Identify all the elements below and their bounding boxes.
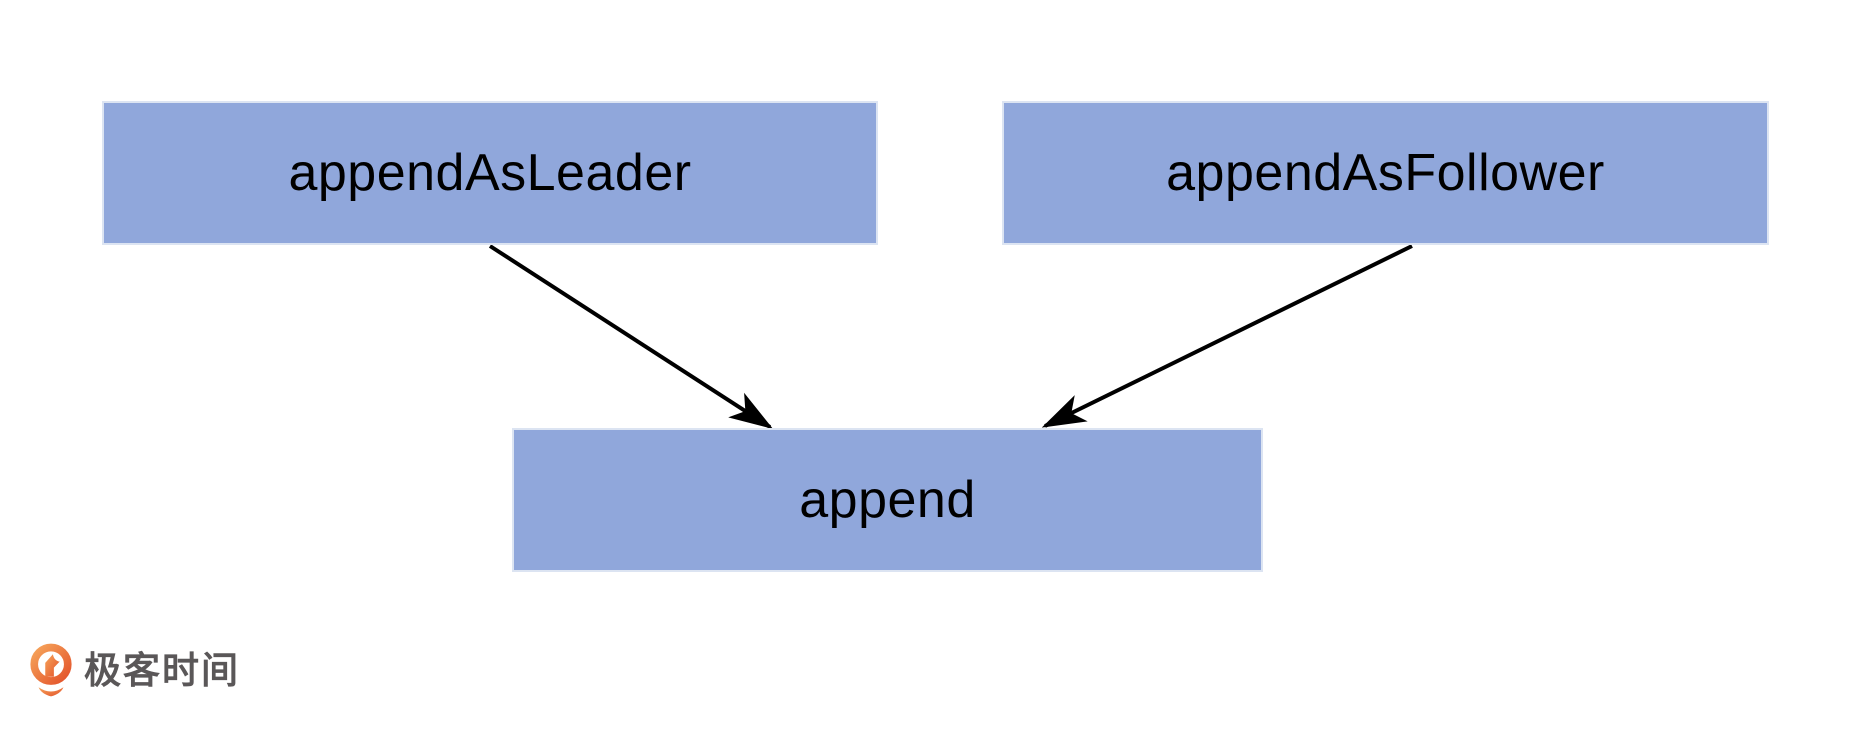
node-label: appendAsFollower	[1166, 144, 1605, 202]
node-append: append	[512, 428, 1263, 572]
node-append-as-leader: appendAsLeader	[102, 101, 878, 245]
geektime-logo: 极客时间	[28, 642, 240, 698]
geektime-logo-icon	[30, 643, 72, 697]
geektime-logo-text: 极客时间	[84, 649, 240, 691]
node-label: append	[799, 471, 976, 529]
node-append-as-follower: appendAsFollower	[1002, 101, 1769, 245]
edge-follower-to-append	[1041, 244, 1413, 428]
edge-leader-to-append	[488, 244, 774, 429]
node-label: appendAsLeader	[288, 144, 692, 202]
